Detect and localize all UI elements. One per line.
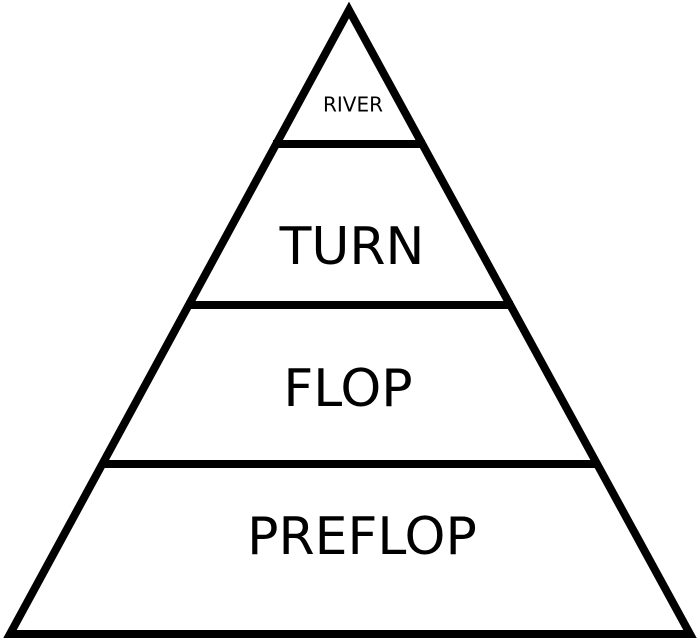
- tier-label-flop: FLOP: [283, 359, 412, 419]
- tier-label-river: RIVER: [323, 93, 383, 117]
- tier-label-turn: TURN: [279, 217, 425, 277]
- pyramid-outline: [3, 1, 697, 638]
- tier-label-preflop: PREFLOP: [247, 507, 477, 567]
